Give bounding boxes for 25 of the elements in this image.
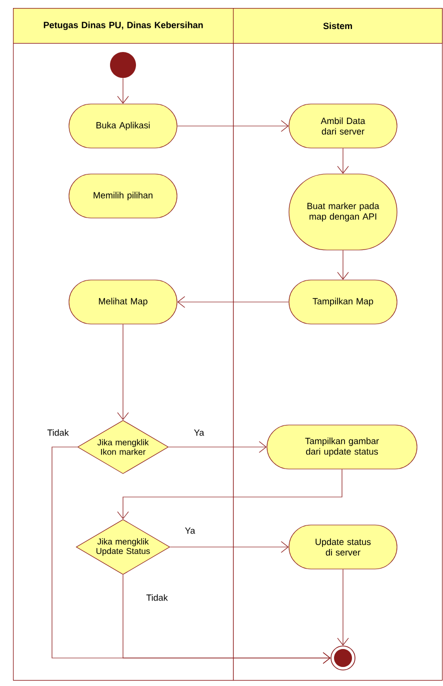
arrow xyxy=(122,574,331,664)
edge-label: Tidak xyxy=(46,428,70,437)
activity-box: Melihat Map xyxy=(68,280,178,324)
arrow xyxy=(177,296,289,308)
arrow xyxy=(170,541,289,553)
activity-box: Tampilkan Map xyxy=(288,280,398,324)
edge-label: Ya xyxy=(192,428,206,437)
activity-box: Update status di server xyxy=(288,524,398,570)
start-node xyxy=(110,52,136,78)
arrow xyxy=(177,120,289,132)
arrow xyxy=(168,441,267,453)
activity-box: Memilih pilihan xyxy=(68,174,178,218)
arrow xyxy=(337,569,349,646)
end-node xyxy=(330,646,356,670)
activity-box: Buka Aplikasi xyxy=(68,104,178,148)
edge-label: Ya xyxy=(184,526,196,535)
activity-box: Buat marker pada map dengan API xyxy=(288,174,398,250)
arrow xyxy=(337,148,349,174)
activity-box: Ambil Data dari server xyxy=(288,104,398,148)
activity-box: Tampilkan gambar dari update status xyxy=(266,424,418,470)
arrow xyxy=(117,78,129,104)
arrow xyxy=(117,324,129,420)
edge-label: Tidak xyxy=(145,593,169,602)
arrow xyxy=(117,469,342,520)
arrow xyxy=(337,250,349,280)
